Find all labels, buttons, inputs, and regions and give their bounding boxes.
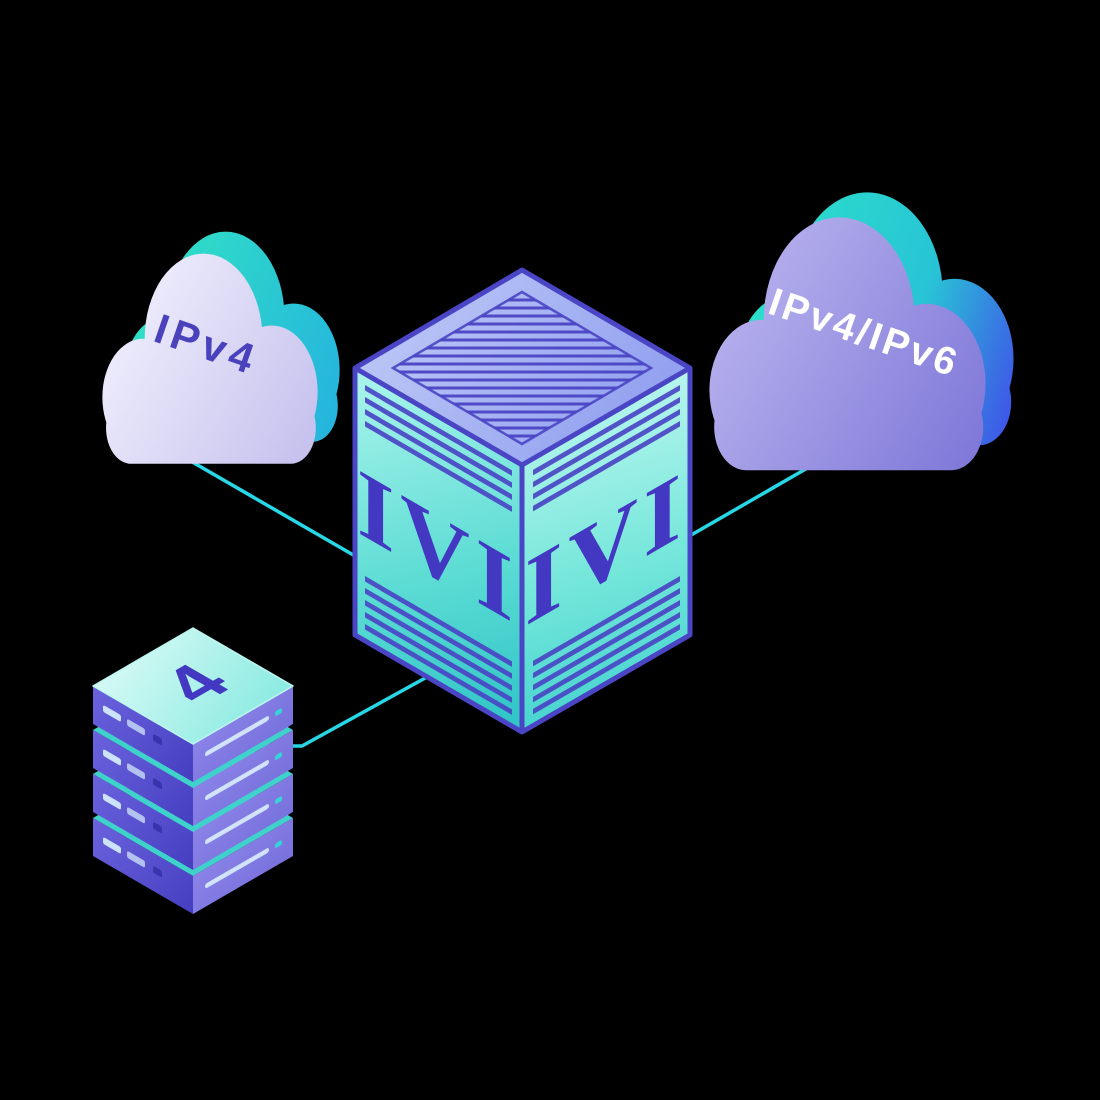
top-stripe-lines — [393, 298, 651, 438]
right-face-top-stripes — [533, 385, 680, 512]
ivi-box-right-face — [522, 368, 690, 732]
left-face-top-stripes — [365, 385, 512, 512]
server-rack: 4 — [92, 627, 294, 914]
ipv4-cloud: IPv4 — [102, 231, 340, 464]
ivi-box-top-inner-border — [390, 290, 654, 446]
ivi-box-inner-edges — [353, 365, 692, 732]
left-face-bottom-stripes — [365, 576, 512, 715]
ivi-box-left-face — [355, 368, 522, 732]
ivi-box: IVI IVI — [352, 267, 693, 735]
right-face-bottom-stripes — [533, 576, 680, 715]
ivi-box-outline — [352, 267, 693, 735]
ivi-box-top-stripes — [393, 298, 651, 438]
ipv4-ipv6-cloud: IPv4/IPv6 — [709, 192, 1014, 471]
rack-top-face — [92, 627, 294, 745]
